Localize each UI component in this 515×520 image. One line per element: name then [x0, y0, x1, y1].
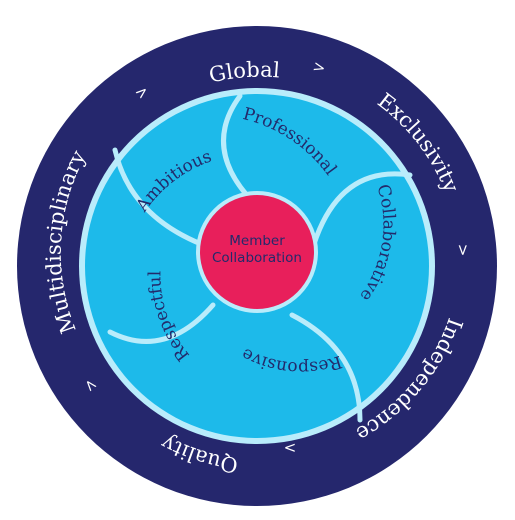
swirl-divider: [107, 302, 216, 344]
center-circle: [200, 195, 314, 309]
center-label-line-1: Member: [229, 233, 285, 249]
chevron-right-icon: >: [284, 439, 297, 457]
swirl-divider: [311, 171, 413, 247]
swirl-divider: [289, 312, 363, 423]
chevron-right-icon: >: [311, 57, 328, 78]
chevron-right-icon: >: [454, 244, 472, 257]
center-label-line-2: Collaboration: [212, 250, 302, 266]
swirl-divider: [112, 147, 204, 247]
